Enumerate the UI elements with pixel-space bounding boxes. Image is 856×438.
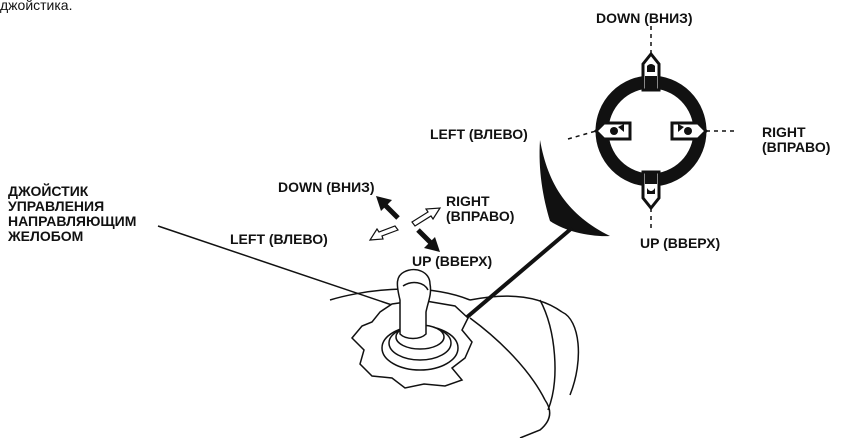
joystick-assembly bbox=[329, 268, 580, 438]
direction-arrows bbox=[368, 196, 442, 252]
small-down-label: DOWN (ВНИЗ) bbox=[278, 179, 375, 195]
chute-right-icon bbox=[678, 124, 692, 135]
small-right-label: RIGHT (ВПРАВО) bbox=[446, 193, 515, 224]
small-up-label: UP (ВВЕРХ) bbox=[412, 253, 493, 269]
large-up-label: UP (ВВЕРХ) bbox=[640, 235, 721, 251]
callout-wedge bbox=[464, 140, 610, 320]
chute-down-icon bbox=[647, 64, 655, 72]
joystick-pointer bbox=[157, 225, 393, 306]
caption-text: джойстика. bbox=[0, 0, 73, 13]
large-down-label: DOWN (ВНИЗ) bbox=[596, 10, 693, 26]
large-right-label: RIGHT (ВПРАВО) bbox=[762, 124, 831, 155]
joystick-label: ДЖОЙСТИК УПРАВЛЕНИЯ НАПРАВЛЯЮЩИМ ЖЕЛОБОМ bbox=[8, 183, 137, 244]
chute-left-icon bbox=[610, 124, 624, 135]
large-left-label: LEFT (ВЛЕВО) bbox=[430, 126, 528, 142]
control-ring bbox=[567, 26, 734, 228]
small-left-label: LEFT (ВЛЕВО) bbox=[230, 231, 328, 247]
chute-up-icon bbox=[647, 188, 655, 194]
